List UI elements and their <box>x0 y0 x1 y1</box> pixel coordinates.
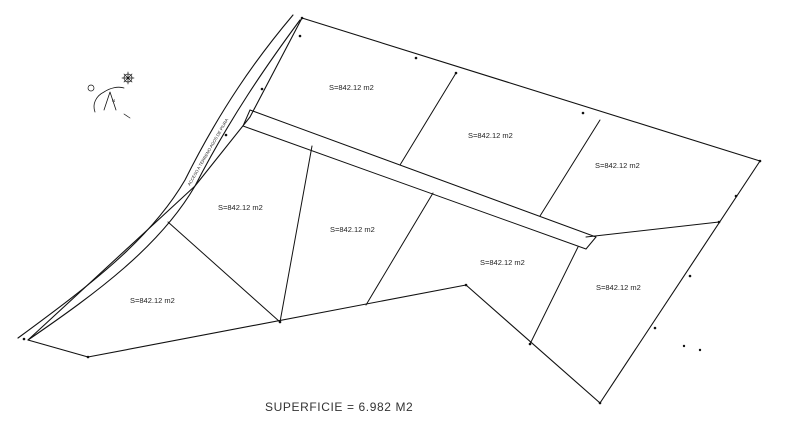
access-road: ACCESO A TERRENO AGOS DE PIURA <box>17 14 301 341</box>
lot-area-label: S=842.12 m2 <box>480 258 525 267</box>
lot-dividers <box>167 72 601 345</box>
road-label: ACCESO A TERRENO AGOS DE PIURA <box>187 117 230 186</box>
total-surface-label: SUPERFICIE = 6.982 M2 <box>265 400 413 414</box>
north-arrow-icon: N <box>87 71 135 119</box>
lot-area-label: S=842.12 m2 <box>330 225 375 234</box>
internal-street <box>242 109 720 250</box>
lot-area-label: S=842.12 m2 <box>468 131 513 140</box>
property-boundary <box>27 17 761 404</box>
lot-area-label: S=842.12 m2 <box>329 83 374 92</box>
vertex-markers <box>22 16 762 405</box>
lot-area-label: S=842.12 m2 <box>130 296 175 305</box>
lot-area-label: S=842.12 m2 <box>218 203 263 212</box>
lot-area-label: S=842.12 m2 <box>596 283 641 292</box>
north-symbol: N <box>112 98 115 103</box>
lot-area-label: S=842.12 m2 <box>595 161 640 170</box>
